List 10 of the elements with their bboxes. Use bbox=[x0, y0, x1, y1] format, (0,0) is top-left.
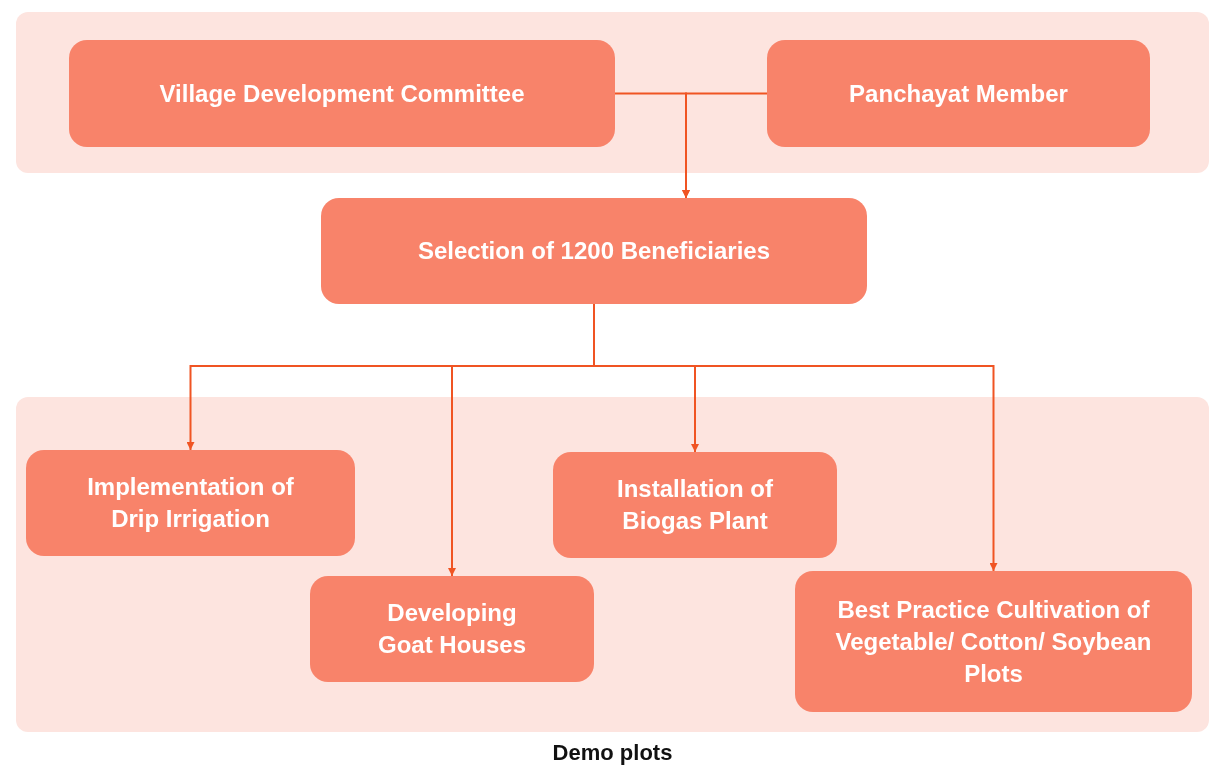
process-box: Installation of Biogas Plant bbox=[553, 452, 837, 558]
process-box: Panchayat Member bbox=[767, 40, 1150, 147]
arrow bbox=[682, 92, 768, 199]
process-box: Best Practice Cultivation of Vegetable/ Cotton/ Soybean Plots bbox=[795, 571, 1192, 712]
panel-label: Demo plots bbox=[552, 740, 673, 766]
process-box: Implementation of Drip Irrigation bbox=[26, 450, 355, 556]
process-box: Developing Goat Houses bbox=[310, 576, 594, 682]
process-box: Selection of 1200 Beneficiaries bbox=[321, 198, 867, 304]
process-box: Village Development Committee bbox=[69, 40, 615, 147]
group-panel bbox=[16, 12, 1209, 173]
